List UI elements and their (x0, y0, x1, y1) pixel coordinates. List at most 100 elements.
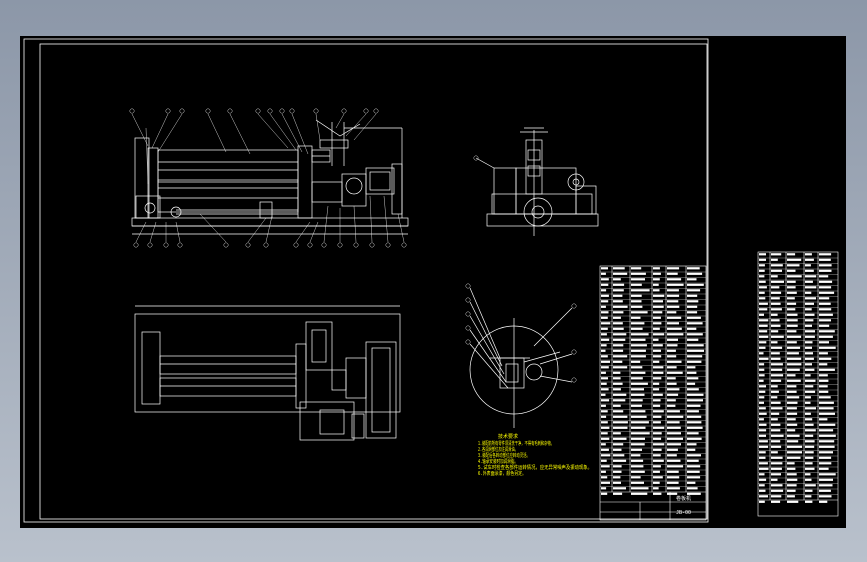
table-cell-text-stroke (667, 344, 678, 347)
table-cell-text-stroke (653, 459, 664, 462)
table-cell-text-stroke (613, 437, 627, 440)
table-cell-text-stroke (687, 327, 697, 330)
part-balloon (177, 242, 183, 248)
table-cell-text-stroke (687, 349, 704, 352)
table-cell-text-stroke (805, 434, 814, 437)
table-cell-text-stroke (805, 445, 815, 448)
table-cell-text-stroke (805, 385, 814, 388)
table-cell-text-stroke (667, 492, 678, 495)
table-cell-text-stroke (805, 280, 813, 283)
table-cell-text-stroke (759, 379, 764, 382)
part-balloon (263, 242, 269, 248)
table-cell-text-stroke (667, 459, 681, 462)
table-cell-text-stroke (819, 363, 828, 366)
table-cell-text-stroke (613, 294, 623, 297)
table-cell-text-stroke (759, 434, 766, 437)
inner-border (39, 43, 708, 520)
table-cell-text-stroke (613, 492, 623, 495)
table-cell-text-stroke (819, 423, 836, 426)
table-cell-text-stroke (771, 324, 781, 327)
parts-list-right-text (759, 253, 836, 503)
table-cell-text-stroke (819, 280, 833, 283)
part-balloon (267, 108, 273, 114)
table-cell-text-stroke (653, 388, 660, 391)
table-cell-text-stroke (601, 415, 607, 418)
part-balloon (373, 108, 379, 114)
table-cell-text-stroke (787, 363, 802, 366)
table-cell-text-stroke (667, 322, 679, 325)
table-cell-text-stroke (667, 377, 676, 380)
table-cell-text-stroke (771, 346, 783, 349)
table-cell-text-stroke (613, 432, 621, 435)
table-cell-text-stroke (653, 366, 664, 369)
table-cell-text-stroke (613, 393, 627, 396)
table-cell-text-stroke (601, 322, 611, 325)
table-cell-text-stroke (687, 278, 697, 281)
table-cell-text-stroke (687, 437, 702, 440)
table-cell-text-stroke (667, 333, 684, 336)
part-balloon (473, 155, 479, 161)
table-cell-text-stroke (787, 330, 797, 333)
table-cell-text-stroke (667, 267, 680, 270)
table-cell-text-stroke (601, 426, 610, 429)
table-cell-text-stroke (787, 308, 796, 311)
table-cell-text-stroke (787, 379, 801, 382)
table-cell-text-stroke (771, 396, 778, 399)
table-cell-text-stroke (667, 278, 682, 281)
table-cell-text-stroke (631, 443, 645, 446)
part-balloon (465, 339, 471, 345)
table-cell-text-stroke (787, 467, 796, 470)
table-cell-text-stroke (819, 495, 832, 498)
table-cell-text-stroke (631, 311, 648, 314)
table-cell-text-stroke (601, 443, 606, 446)
table-cell-text-stroke (667, 289, 679, 292)
table-cell-text-stroke (819, 429, 834, 432)
table-cell-text-stroke (759, 401, 764, 404)
table-cell-text-stroke (687, 294, 698, 297)
table-cell-text-stroke (601, 360, 610, 363)
table-cell-text-stroke (687, 283, 704, 286)
table-cell-text-stroke (601, 476, 608, 479)
table-cell-text-stroke (601, 305, 606, 308)
part-balloon (313, 108, 319, 114)
table-cell-text-stroke (631, 415, 647, 418)
table-cell-text-stroke (613, 305, 628, 308)
part-balloon (179, 108, 185, 114)
part-balloon (369, 242, 375, 248)
table-cell-text-stroke (601, 421, 608, 424)
table-cell-text-stroke (653, 476, 663, 479)
table-cell-text-stroke (687, 272, 703, 275)
table-cell-text-stroke (805, 330, 815, 333)
table-cell-text-stroke (601, 432, 608, 435)
table-cell-text-stroke (805, 363, 812, 366)
table-cell-text-stroke (631, 267, 642, 270)
table-cell-text-stroke (653, 333, 665, 336)
cad-viewport[interactable]: 卷板机 JB-00 技术要求 1.装配前所有零件须清洗干净，不得有毛刺和杂物。 … (20, 36, 846, 528)
table-cell-text-stroke (819, 390, 829, 393)
part-balloon (147, 242, 153, 248)
table-cell-text-stroke (631, 432, 650, 435)
table-cell-text-stroke (771, 264, 783, 267)
table-cell-text-stroke (787, 495, 795, 498)
table-cell-text-stroke (805, 286, 817, 289)
table-cell-text-stroke (771, 357, 781, 360)
table-cell-text-stroke (687, 476, 701, 479)
table-cell-text-stroke (759, 352, 764, 355)
table-cell-text-stroke (771, 478, 778, 481)
table-cell-text-stroke (631, 316, 641, 319)
table-cell-text-stroke (759, 280, 766, 283)
table-cell-text-stroke (787, 275, 802, 278)
table-cell-text-stroke (787, 478, 798, 481)
table-cell-text-stroke (759, 335, 769, 338)
table-cell-text-stroke (601, 300, 609, 303)
table-cell-text-stroke (759, 363, 765, 366)
table-cell-text-stroke (631, 382, 648, 385)
table-cell-text-stroke (631, 300, 642, 303)
table-cell-text-stroke (631, 327, 643, 330)
table-cell-text-stroke (771, 500, 781, 503)
table-cell-text-stroke (787, 335, 802, 338)
table-cell-text-stroke (819, 308, 832, 311)
table-cell-text-stroke (787, 280, 796, 283)
table-cell-text-stroke (653, 311, 663, 314)
table-cell-text-stroke (759, 462, 768, 465)
